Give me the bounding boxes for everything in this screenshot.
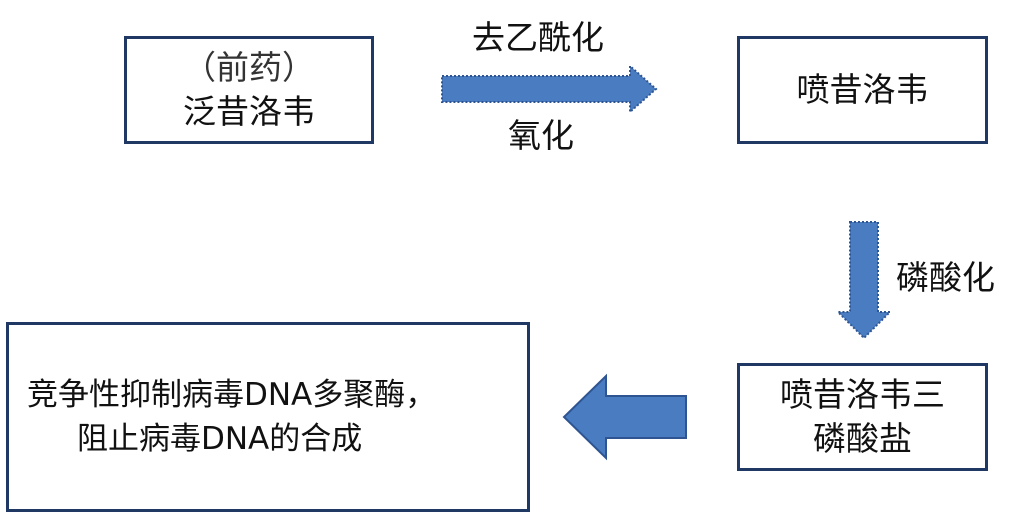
edge-label-oxidation: 氧化 xyxy=(508,116,574,155)
triphosphate-label-line1: 喷昔洛韦三 xyxy=(780,375,945,414)
mechanism-label-line1: 竞争性抑制病毒DNA多聚酶， xyxy=(27,377,437,413)
mechanism-box: 竞争性抑制病毒DNA多聚酶， 阻止病毒DNA的合成 xyxy=(6,322,530,512)
triphosphate-box: 喷昔洛韦三 磷酸盐 xyxy=(737,363,988,471)
arrow-right-deacetylation xyxy=(441,63,658,115)
arrow-down-phosphorylation xyxy=(835,221,893,340)
prodrug-label-line1: （前药） xyxy=(183,48,315,87)
penciclovir-label: 喷昔洛韦 xyxy=(796,70,929,109)
arrow-left-shape xyxy=(562,373,687,461)
arrow-left-to-result xyxy=(562,373,687,461)
arrow-down-shape xyxy=(835,221,893,340)
triphosphate-label-line2: 磷酸盐 xyxy=(813,419,912,458)
edge-label-deacetylation: 去乙酰化 xyxy=(472,18,604,57)
edge-label-phosphorylation: 磷酸化 xyxy=(896,258,995,297)
penciclovir-box: 喷昔洛韦 xyxy=(737,36,988,144)
mechanism-label-line2: 阻止病毒DNA的合成 xyxy=(77,421,363,457)
prodrug-box: （前药） 泛昔洛韦 xyxy=(124,36,374,144)
arrow-right-shape xyxy=(441,63,658,115)
prodrug-label-line2: 泛昔洛韦 xyxy=(183,92,315,131)
